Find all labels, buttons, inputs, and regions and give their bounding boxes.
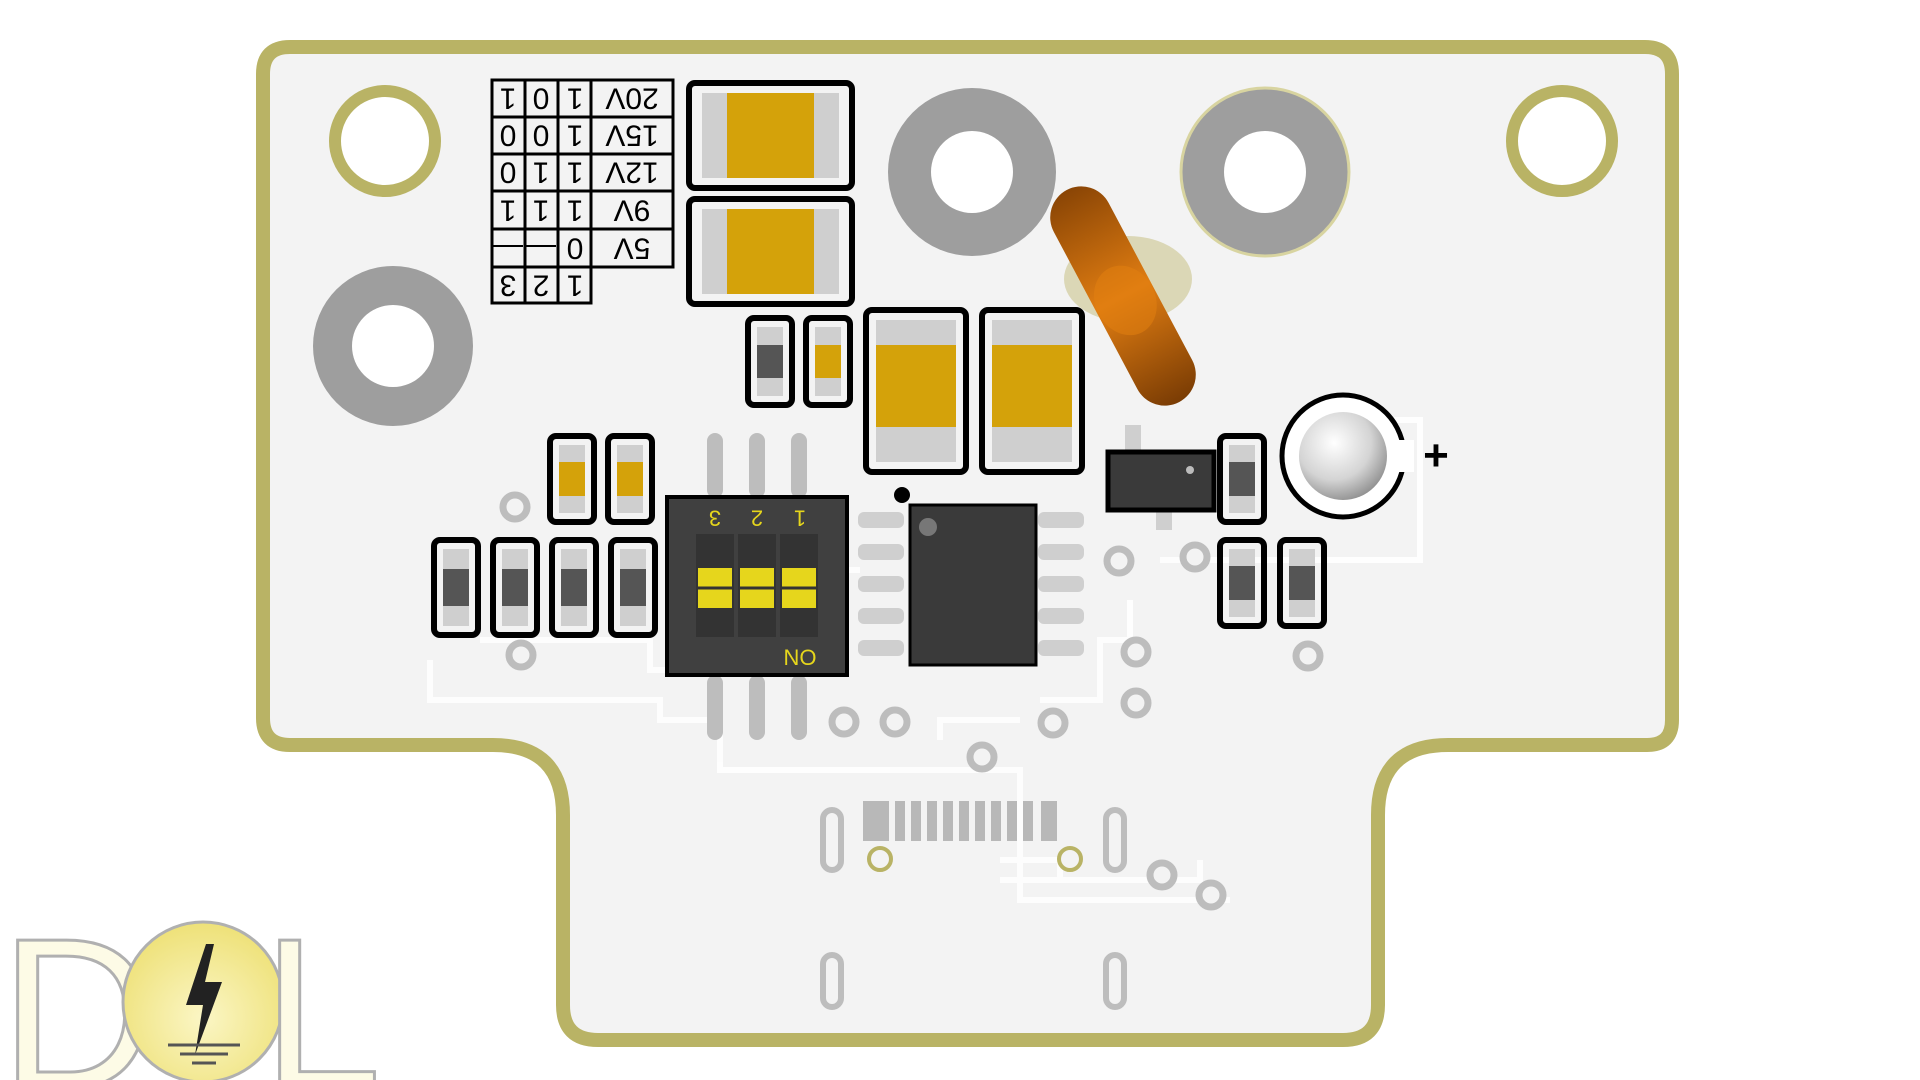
truth-table-bit: 1 <box>500 82 517 115</box>
dip-switch-on-label: ON <box>784 645 817 670</box>
truth-table-bit: 0 <box>533 119 550 152</box>
smd-resistor <box>549 537 599 638</box>
usb-pin-pad <box>863 801 879 841</box>
usb-pin-pad <box>895 801 905 841</box>
led <box>1279 392 1414 520</box>
sot23-transistor <box>1105 425 1217 530</box>
usb-pin-pad <box>959 801 969 841</box>
smd-capacitor-small <box>803 315 853 408</box>
ic-soic8 <box>858 487 1084 667</box>
truth-table-bit: 1 <box>533 194 550 227</box>
terminal-hole <box>931 131 1013 213</box>
truth-table-header: 3 <box>500 269 517 302</box>
smd-resistor <box>1217 433 1267 525</box>
mounting-hole <box>329 85 441 197</box>
smd-capacitor-large <box>686 196 855 307</box>
truth-table-label: 20V <box>605 82 658 115</box>
truth-table-bit: 0 <box>567 232 584 265</box>
terminal-hole <box>1224 131 1306 213</box>
truth-table-header: 2 <box>533 269 550 302</box>
truth-table-bit: — <box>493 232 523 265</box>
inductor-coil <box>1050 186 1196 406</box>
dip-switch-position-label: 3 <box>709 506 721 531</box>
usb-pin-pad <box>943 801 953 841</box>
usb-pin-pad <box>991 801 1001 841</box>
resistor-row <box>431 537 658 638</box>
smd-resistor <box>1277 537 1327 629</box>
smd-capacitor-small <box>547 433 597 525</box>
usb-pin-pad <box>1007 801 1017 841</box>
smd-resistor <box>1217 537 1267 629</box>
dip-switch-position-label: 2 <box>751 506 763 531</box>
mounting-holes <box>313 85 1618 426</box>
smd-resistor <box>745 315 795 408</box>
vias <box>499 491 1324 911</box>
smd-capacitor-large <box>686 80 855 191</box>
smd-capacitor-power <box>979 307 1085 475</box>
truth-table-bit: 1 <box>567 194 584 227</box>
truth-table-bit: 1 <box>500 194 517 227</box>
truth-table-label: 15V <box>605 119 658 152</box>
smd-capacitor-power <box>863 307 969 475</box>
usb-pin-pad <box>879 801 889 841</box>
truth-table-label: 5V <box>614 232 651 265</box>
truth-table-bit: — <box>526 232 556 265</box>
lightning-bolt-ground-icon <box>121 920 285 1080</box>
truth-table-bit: 0 <box>533 82 550 115</box>
dip-switch-position-label: 1 <box>794 506 806 531</box>
truth-table-bit: 0 <box>500 119 517 152</box>
smd-resistor <box>608 537 658 638</box>
usb-pin-pad <box>1041 801 1057 841</box>
truth-table-bit: 0 <box>500 156 517 189</box>
smd-resistor <box>490 537 540 638</box>
usb-pin-pad <box>1023 801 1033 841</box>
smd-resistor <box>431 537 481 638</box>
mounting-hole <box>1506 85 1618 197</box>
truth-table-bit: 1 <box>533 156 550 189</box>
dip-switch: 1 2 3ON <box>665 433 849 740</box>
truth-table-bit: 1 <box>567 119 584 152</box>
usb-pin-pad <box>911 801 921 841</box>
terminal-hole <box>352 305 434 387</box>
smd-capacitor-small <box>605 433 655 525</box>
truth-table-label: 12V <box>605 156 658 189</box>
truth-table-bit: 1 <box>567 156 584 189</box>
usb-c-connector-footprint <box>820 801 1127 1010</box>
truth-table-label: 9V <box>614 194 651 227</box>
polarity-mark: + <box>1423 431 1449 480</box>
dol-logo: D L <box>0 892 383 1080</box>
truth-table-bit: 1 <box>567 82 584 115</box>
truth-table-header: 1 <box>567 269 584 302</box>
usb-pin-pad <box>975 801 985 841</box>
usb-pin-pad <box>927 801 937 841</box>
logo-letter-l: L <box>262 893 382 1080</box>
